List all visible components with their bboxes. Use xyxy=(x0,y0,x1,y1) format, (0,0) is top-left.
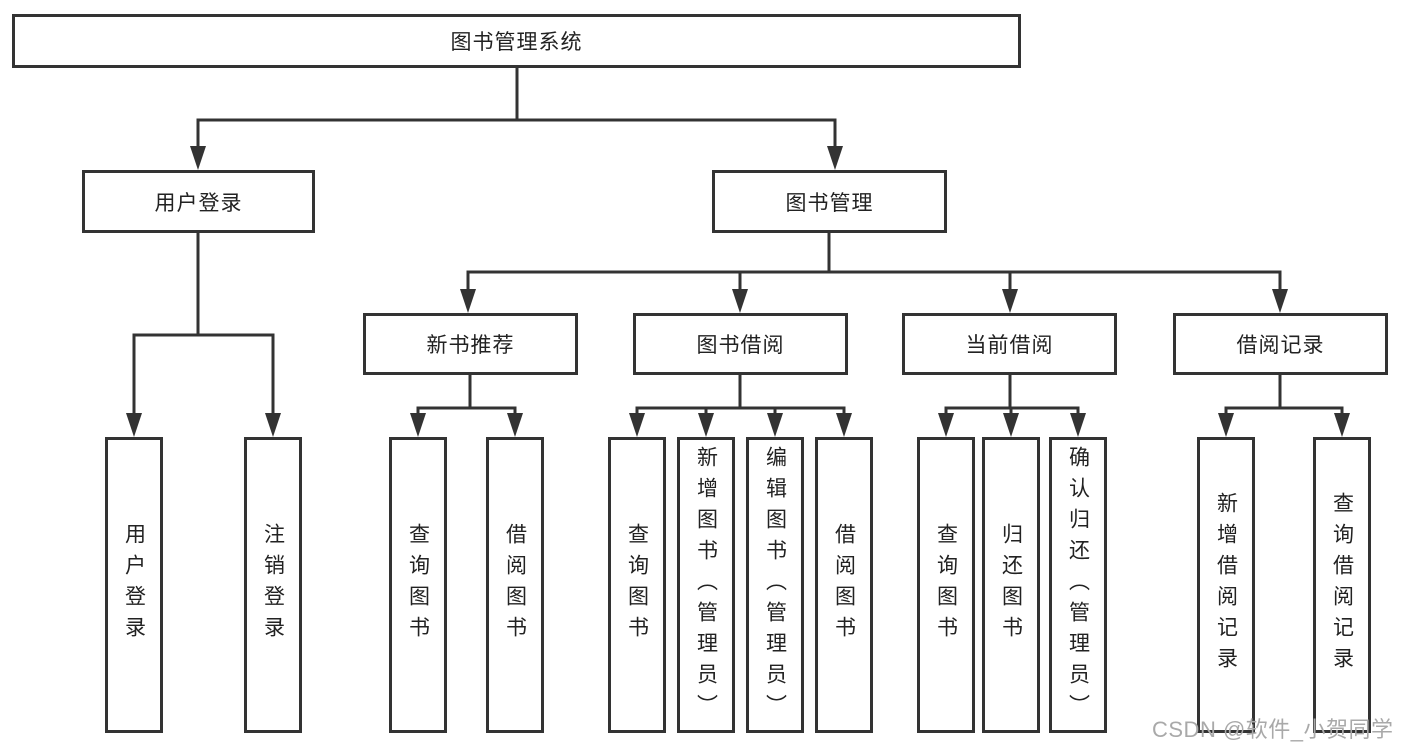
node-new-book-recommend: 新书推荐 xyxy=(363,313,578,375)
leaf-newbook-query-books: 查询图书 xyxy=(389,437,447,733)
leaf-records-query-record-label: 查询借阅记录 xyxy=(1330,492,1354,678)
node-new-book-recommend-label: 新书推荐 xyxy=(426,334,515,357)
leaf-user-login: 用户登录 xyxy=(105,437,163,733)
leaf-logout-login: 注销登录 xyxy=(244,437,302,733)
node-user-login-label: 用户登录 xyxy=(154,191,243,215)
node-root-label: 图书管理系统 xyxy=(450,31,583,54)
leaf-borrow-edit-books-admin: 编辑图书（管理员） xyxy=(746,437,804,733)
leaf-records-query-record: 查询借阅记录 xyxy=(1313,437,1371,733)
node-book-borrow-label: 图书借阅 xyxy=(696,334,785,357)
leaf-current-return-books-label: 归还图书 xyxy=(999,523,1023,647)
leaf-current-confirm-return-admin-label: 确认归还（管理员） xyxy=(1066,445,1090,725)
leaf-borrow-borrow-books-label: 借阅图书 xyxy=(832,523,856,647)
leaf-user-login-label: 用户登录 xyxy=(122,523,146,647)
csdn-watermark: CSDN @软件_小贺同学 xyxy=(1152,717,1394,742)
node-root: 图书管理系统 xyxy=(12,14,1021,68)
node-user-login: 用户登录 xyxy=(82,170,315,233)
leaf-current-confirm-return-admin: 确认归还（管理员） xyxy=(1049,437,1107,733)
leaf-records-add-record-label: 新增借阅记录 xyxy=(1214,492,1238,678)
leaf-borrow-add-books-admin-label: 新增图书（管理员） xyxy=(694,445,718,725)
leaf-newbook-borrow-books: 借阅图书 xyxy=(486,437,544,733)
node-borrow-records-label: 借阅记录 xyxy=(1236,334,1325,357)
leaf-borrow-query-books: 查询图书 xyxy=(608,437,666,733)
node-book-management-label: 图书管理 xyxy=(785,191,874,215)
leaf-borrow-borrow-books: 借阅图书 xyxy=(815,437,873,733)
node-current-borrow: 当前借阅 xyxy=(902,313,1117,375)
leaf-newbook-borrow-books-label: 借阅图书 xyxy=(503,523,527,647)
node-current-borrow-label: 当前借阅 xyxy=(965,334,1054,357)
node-book-borrow: 图书借阅 xyxy=(633,313,848,375)
leaf-current-query-books-label: 查询图书 xyxy=(934,523,958,647)
leaf-current-return-books: 归还图书 xyxy=(982,437,1040,733)
leaf-borrow-add-books-admin: 新增图书（管理员） xyxy=(677,437,735,733)
node-borrow-records: 借阅记录 xyxy=(1173,313,1388,375)
leaf-records-add-record: 新增借阅记录 xyxy=(1197,437,1255,733)
leaf-logout-login-label: 注销登录 xyxy=(261,523,285,647)
leaf-borrow-query-books-label: 查询图书 xyxy=(625,523,649,647)
node-book-management: 图书管理 xyxy=(712,170,947,233)
leaf-current-query-books: 查询图书 xyxy=(917,437,975,733)
leaf-borrow-edit-books-admin-label: 编辑图书（管理员） xyxy=(763,445,787,725)
leaf-newbook-query-books-label: 查询图书 xyxy=(406,523,430,647)
